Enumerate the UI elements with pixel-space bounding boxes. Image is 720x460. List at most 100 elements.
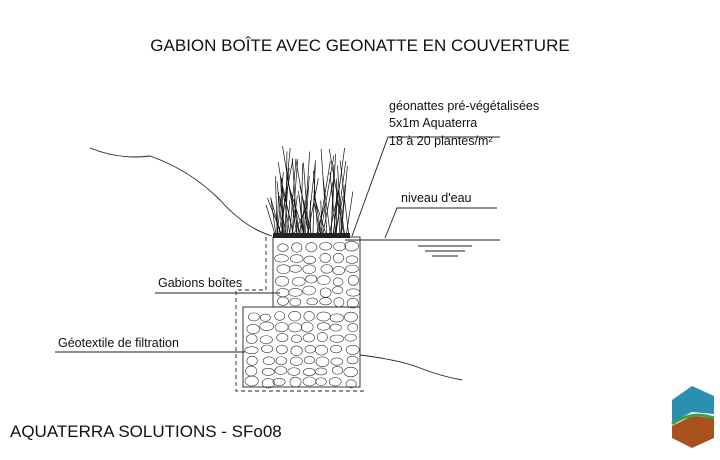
stone xyxy=(319,253,331,263)
stone xyxy=(344,311,358,323)
grass-blade xyxy=(312,170,319,237)
grass-blade xyxy=(298,197,304,237)
stone xyxy=(332,277,344,287)
grass-blade xyxy=(284,167,290,237)
geonatte-leader xyxy=(351,136,500,237)
stone xyxy=(344,240,359,252)
stone xyxy=(314,367,328,376)
stone xyxy=(246,323,260,335)
stone xyxy=(274,311,286,321)
stone xyxy=(304,345,316,354)
stone xyxy=(276,344,288,355)
gabions-label: Gabions boîtes xyxy=(158,276,243,290)
grass-blade xyxy=(279,195,287,237)
grass-blade xyxy=(306,163,316,237)
stone xyxy=(328,377,342,387)
stone xyxy=(262,356,275,366)
stone xyxy=(319,297,332,306)
stone xyxy=(329,313,344,323)
grass-blade xyxy=(336,181,341,237)
grass-blade xyxy=(270,198,277,237)
stone xyxy=(345,379,357,389)
stone xyxy=(290,254,304,263)
grass-blade xyxy=(338,192,346,237)
stone xyxy=(346,355,359,365)
stone xyxy=(305,242,318,253)
stone xyxy=(305,274,318,284)
grass-blade xyxy=(319,155,335,237)
grass-blade xyxy=(303,151,311,237)
grass-blade xyxy=(277,158,294,237)
stone xyxy=(315,377,327,387)
stone xyxy=(306,297,318,306)
stone xyxy=(330,357,343,366)
stone xyxy=(259,313,271,322)
stone xyxy=(291,242,303,253)
grass-blade xyxy=(340,184,346,237)
stone xyxy=(261,378,275,389)
stone xyxy=(303,311,315,322)
stone xyxy=(287,367,301,376)
stone xyxy=(272,378,286,386)
stone xyxy=(248,312,260,322)
grass-blade xyxy=(332,147,345,237)
stone xyxy=(290,345,303,357)
stone xyxy=(343,366,358,378)
stone xyxy=(315,344,329,356)
stone xyxy=(316,311,331,322)
stone xyxy=(303,368,316,376)
grass-blade xyxy=(329,172,337,237)
stone xyxy=(287,322,303,333)
grass-blade xyxy=(292,158,298,237)
stone xyxy=(300,321,314,333)
stone xyxy=(261,367,275,376)
stone xyxy=(274,366,288,375)
stone xyxy=(317,275,331,286)
grass-blade xyxy=(280,176,284,237)
stone xyxy=(346,298,359,309)
grass-blade xyxy=(330,164,335,237)
grass-blade xyxy=(300,163,304,237)
stone xyxy=(319,242,332,251)
grass-blade xyxy=(322,182,334,237)
grass-blade xyxy=(312,160,316,237)
stone xyxy=(344,333,357,342)
stone xyxy=(302,264,316,275)
grass-blade xyxy=(280,148,291,237)
grass-blade xyxy=(340,166,348,237)
grass-blade xyxy=(320,149,328,237)
grass-blade xyxy=(299,185,312,237)
grass-blade xyxy=(285,151,288,237)
stone xyxy=(303,255,316,265)
grass-blade xyxy=(328,182,341,237)
stone xyxy=(302,285,316,296)
geonatte-mat xyxy=(273,233,350,238)
water-symbol xyxy=(418,245,472,257)
grass-blade xyxy=(276,192,280,237)
stone xyxy=(345,264,359,273)
stone xyxy=(276,264,291,274)
grass-blade xyxy=(304,175,310,237)
stone xyxy=(244,346,259,355)
stone xyxy=(288,310,302,322)
stone xyxy=(289,356,303,366)
stone xyxy=(276,333,289,342)
ground-left xyxy=(89,147,273,237)
stone xyxy=(333,297,345,308)
grass-blade xyxy=(289,158,297,237)
stone xyxy=(289,376,302,388)
logo xyxy=(671,386,715,448)
grass-blade xyxy=(328,148,345,237)
water-leader xyxy=(384,207,497,239)
stone xyxy=(332,252,344,264)
stone xyxy=(277,243,289,252)
stone xyxy=(289,264,302,273)
stone-fill xyxy=(244,240,361,389)
stone xyxy=(329,323,342,332)
stone xyxy=(316,322,331,331)
grass-blade xyxy=(277,162,291,237)
stone xyxy=(345,344,360,355)
stone xyxy=(302,376,317,387)
